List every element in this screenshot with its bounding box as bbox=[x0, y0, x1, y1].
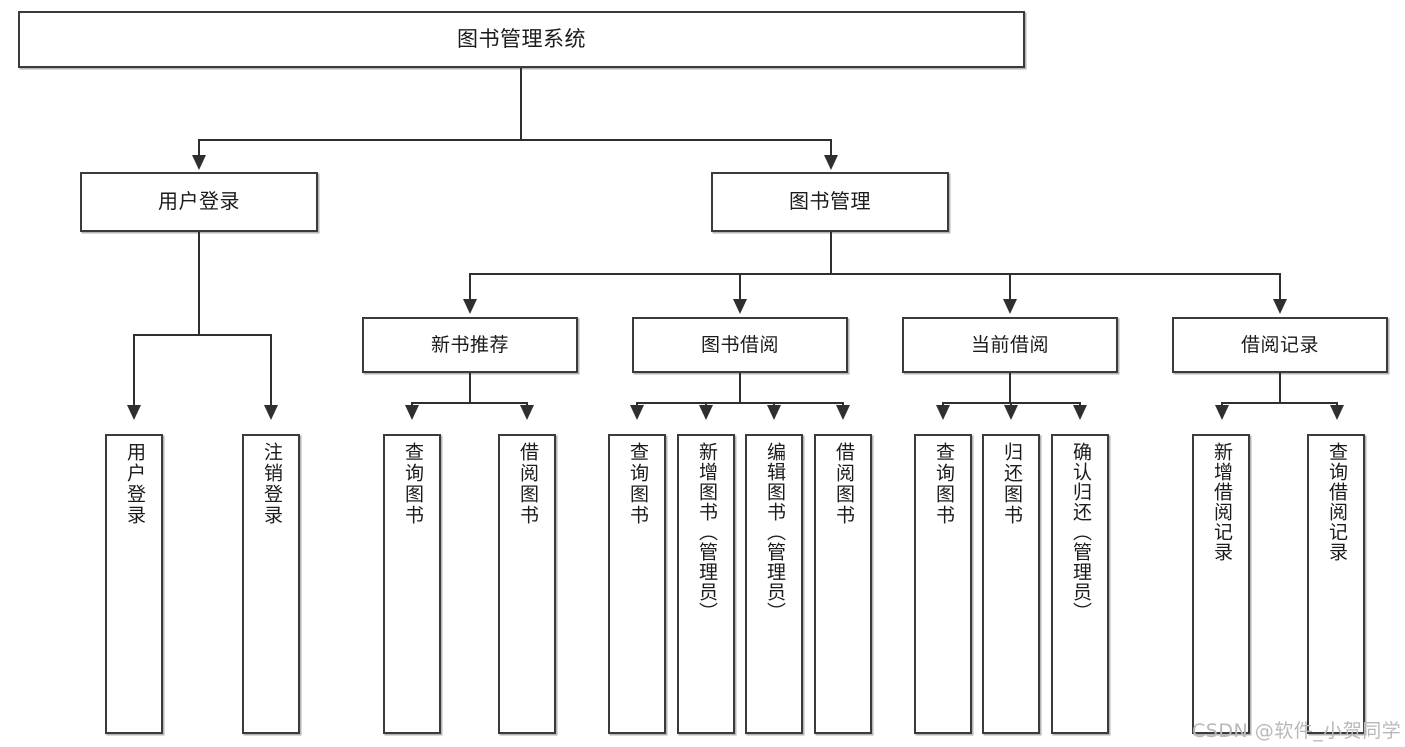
node-label: 当前借阅 bbox=[970, 333, 1049, 356]
node-label: 确认归还（管理员） bbox=[1069, 442, 1092, 622]
connector-level1-drop-1 bbox=[830, 139, 832, 157]
connector-userlogin-drop-1 bbox=[270, 334, 272, 407]
connector-level1-drop-0 bbox=[198, 139, 200, 157]
node-new-book-recommend[interactable]: 新书推荐 bbox=[362, 317, 578, 373]
connector-bookmgmt-trunk bbox=[830, 232, 832, 274]
node-current-borrow[interactable]: 当前借阅 bbox=[902, 317, 1118, 373]
connector-borrowrecord-bus bbox=[1221, 402, 1337, 404]
node-label: 新增图书（管理员） bbox=[695, 442, 718, 622]
arrowhead-newbook-0 bbox=[405, 405, 419, 420]
connector-userlogin-trunk bbox=[198, 232, 200, 335]
arrowhead-level2-0 bbox=[463, 299, 477, 314]
node-label: 借阅图书 bbox=[832, 442, 855, 526]
arrowhead-level2-3 bbox=[1273, 299, 1287, 314]
connector-currentborrow-drop-0 bbox=[942, 402, 944, 407]
node-user-login[interactable]: 用户登录 bbox=[80, 172, 318, 232]
leaf-edit-book-admin[interactable]: 编辑图书（管理员） bbox=[745, 434, 803, 734]
node-label: 图书借阅 bbox=[700, 333, 779, 356]
arrowhead-currentborrow-0 bbox=[936, 405, 950, 420]
connector-currentborrow-trunk bbox=[1009, 373, 1011, 403]
connector-bookborrow-drop-3 bbox=[842, 402, 844, 407]
arrowhead-bookborrow-2 bbox=[767, 405, 781, 420]
leaf-query-book-borrow[interactable]: 查询图书 bbox=[608, 434, 666, 734]
leaf-query-book-current[interactable]: 查询图书 bbox=[914, 434, 972, 734]
arrowhead-userlogin-0 bbox=[127, 405, 141, 420]
node-borrow-record[interactable]: 借阅记录 bbox=[1172, 317, 1388, 373]
connector-currentborrow-drop-2 bbox=[1079, 402, 1081, 407]
arrowhead-level2-1 bbox=[733, 299, 747, 314]
arrowhead-userlogin-1 bbox=[264, 405, 278, 420]
node-book-borrow[interactable]: 图书借阅 bbox=[632, 317, 848, 373]
node-label: 用户登录 bbox=[158, 189, 240, 214]
connector-bookborrow-bus bbox=[636, 402, 843, 404]
connector-level2-drop-0 bbox=[469, 273, 471, 301]
connector-level2-drop-2 bbox=[1009, 273, 1011, 301]
connector-newbook-trunk bbox=[469, 373, 471, 403]
connector-level2-drop-1 bbox=[739, 273, 741, 301]
connector-newbook-drop-0 bbox=[411, 402, 413, 407]
connector-borrowrecord-drop-1 bbox=[1336, 402, 1338, 407]
node-label: 查询图书 bbox=[932, 442, 955, 526]
node-label: 图书管理 bbox=[789, 189, 871, 214]
connector-level2-bus bbox=[469, 273, 1280, 275]
node-label: 查询图书 bbox=[626, 442, 649, 526]
node-label: 查询图书 bbox=[401, 442, 424, 526]
arrowhead-bookborrow-0 bbox=[630, 405, 644, 420]
arrowhead-currentborrow-2 bbox=[1073, 405, 1087, 420]
arrowhead-level1-1 bbox=[824, 155, 838, 170]
leaf-user-login[interactable]: 用户登录 bbox=[105, 434, 163, 734]
leaf-confirm-return-admin[interactable]: 确认归还（管理员） bbox=[1051, 434, 1109, 734]
node-label: 新增借阅记录 bbox=[1210, 442, 1233, 562]
connector-root-trunk bbox=[520, 68, 522, 140]
connector-userlogin-drop-0 bbox=[133, 334, 135, 407]
node-label: 注销登录 bbox=[260, 442, 283, 526]
connector-userlogin-bus bbox=[133, 334, 271, 336]
node-label: 借阅图书 bbox=[516, 442, 539, 526]
arrowhead-level1-0 bbox=[192, 155, 206, 170]
connector-level2-drop-3 bbox=[1279, 273, 1281, 301]
leaf-add-book-admin[interactable]: 新增图书（管理员） bbox=[677, 434, 735, 734]
leaf-add-borrow-record[interactable]: 新增借阅记录 bbox=[1192, 434, 1250, 734]
leaf-return-book[interactable]: 归还图书 bbox=[982, 434, 1040, 734]
connector-bookborrow-drop-0 bbox=[636, 402, 638, 407]
connector-borrowrecord-drop-0 bbox=[1221, 402, 1223, 407]
connector-bookborrow-trunk bbox=[739, 373, 741, 403]
node-label: 归还图书 bbox=[1000, 442, 1023, 526]
leaf-logout[interactable]: 注销登录 bbox=[242, 434, 300, 734]
connector-borrowrecord-trunk bbox=[1279, 373, 1281, 403]
connector-newbook-bus bbox=[411, 402, 527, 404]
arrowhead-borrowrecord-0 bbox=[1215, 405, 1229, 420]
arrowhead-bookborrow-1 bbox=[699, 405, 713, 420]
arrowhead-borrowrecord-1 bbox=[1330, 405, 1344, 420]
connector-currentborrow-drop-1 bbox=[1010, 402, 1012, 407]
leaf-borrow-book[interactable]: 借阅图书 bbox=[814, 434, 872, 734]
arrowhead-currentborrow-1 bbox=[1004, 405, 1018, 420]
arrowhead-newbook-1 bbox=[520, 405, 534, 420]
node-book-management[interactable]: 图书管理 bbox=[711, 172, 949, 232]
node-label: 用户登录 bbox=[123, 442, 146, 526]
node-label: 借阅记录 bbox=[1240, 333, 1319, 356]
connector-level1-bus bbox=[198, 139, 832, 141]
arrowhead-bookborrow-3 bbox=[836, 405, 850, 420]
leaf-query-borrow-record[interactable]: 查询借阅记录 bbox=[1307, 434, 1365, 734]
node-root-system[interactable]: 图书管理系统 bbox=[18, 11, 1025, 68]
connector-bookborrow-drop-2 bbox=[773, 402, 775, 407]
node-label: 编辑图书（管理员） bbox=[763, 442, 786, 622]
leaf-query-book-recommend[interactable]: 查询图书 bbox=[383, 434, 441, 734]
node-label: 新书推荐 bbox=[430, 333, 509, 356]
leaf-borrow-book-recommend[interactable]: 借阅图书 bbox=[498, 434, 556, 734]
arrowhead-level2-2 bbox=[1003, 299, 1017, 314]
node-label: 图书管理系统 bbox=[457, 27, 586, 52]
connector-bookborrow-drop-1 bbox=[705, 402, 707, 407]
connector-newbook-drop-1 bbox=[526, 402, 528, 407]
node-label: 查询借阅记录 bbox=[1325, 442, 1348, 562]
